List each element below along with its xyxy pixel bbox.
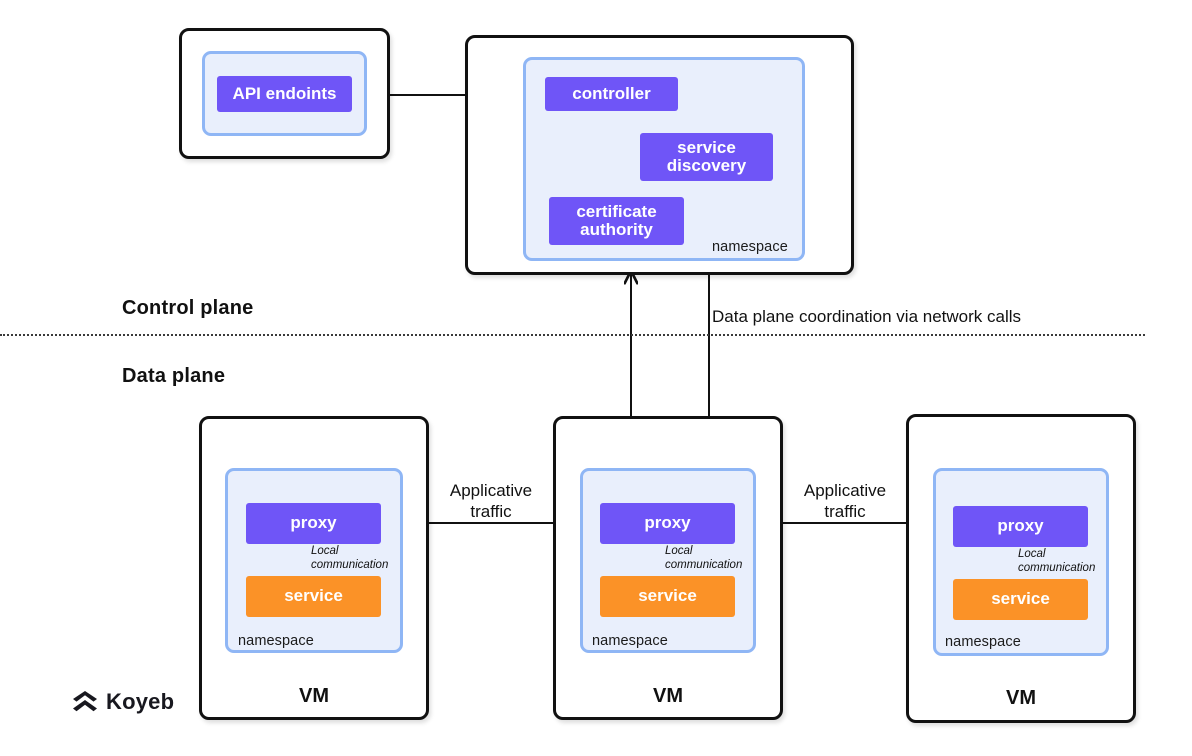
- vm-left-label: VM: [299, 685, 329, 707]
- vm-middle-service[interactable]: service: [600, 576, 735, 617]
- plane-divider: [0, 334, 1145, 336]
- vm-left-service[interactable]: service: [246, 576, 381, 617]
- vm-right-proxy[interactable]: proxy: [953, 506, 1088, 547]
- control-plane-title: Control plane: [122, 297, 254, 319]
- vm-right-namespace-label: namespace: [945, 634, 1021, 650]
- vm-right-service[interactable]: service: [953, 579, 1088, 620]
- component-api-endpoints[interactable]: API endoints: [217, 76, 352, 112]
- vm-right-label: VM: [1006, 687, 1036, 709]
- data-plane-title: Data plane: [122, 365, 226, 387]
- vm-middle-local-communication-label: Local communication: [665, 545, 743, 571]
- control-plane-namespace-label: namespace: [712, 239, 788, 255]
- vm-middle-proxy[interactable]: proxy: [600, 503, 735, 544]
- vm-middle-namespace: [580, 468, 756, 653]
- vm-left-local-communication-label: Local communication: [311, 545, 389, 571]
- vm-left-namespace: [225, 468, 403, 653]
- vm-right-namespace: [933, 468, 1109, 656]
- vm-middle-namespace-label: namespace: [592, 633, 668, 649]
- vm-left-namespace-label: namespace: [238, 633, 314, 649]
- component-service-discovery[interactable]: service discovery: [640, 133, 773, 181]
- applicative-traffic-label-left: Applicative traffic: [449, 481, 533, 522]
- component-controller[interactable]: controller: [545, 77, 678, 111]
- vm-right-local-communication-label: Local communication: [1018, 548, 1096, 574]
- koyeb-chevron-icon: [72, 690, 98, 714]
- vm-left-proxy[interactable]: proxy: [246, 503, 381, 544]
- applicative-traffic-label-right: Applicative traffic: [803, 481, 887, 522]
- vm-middle-label: VM: [653, 685, 683, 707]
- koyeb-logo: Koyeb: [72, 689, 174, 715]
- component-certificate-authority[interactable]: certificate authority: [549, 197, 684, 245]
- koyeb-wordmark: Koyeb: [106, 689, 175, 714]
- coordination-label: Data plane coordination via network call…: [712, 307, 1022, 326]
